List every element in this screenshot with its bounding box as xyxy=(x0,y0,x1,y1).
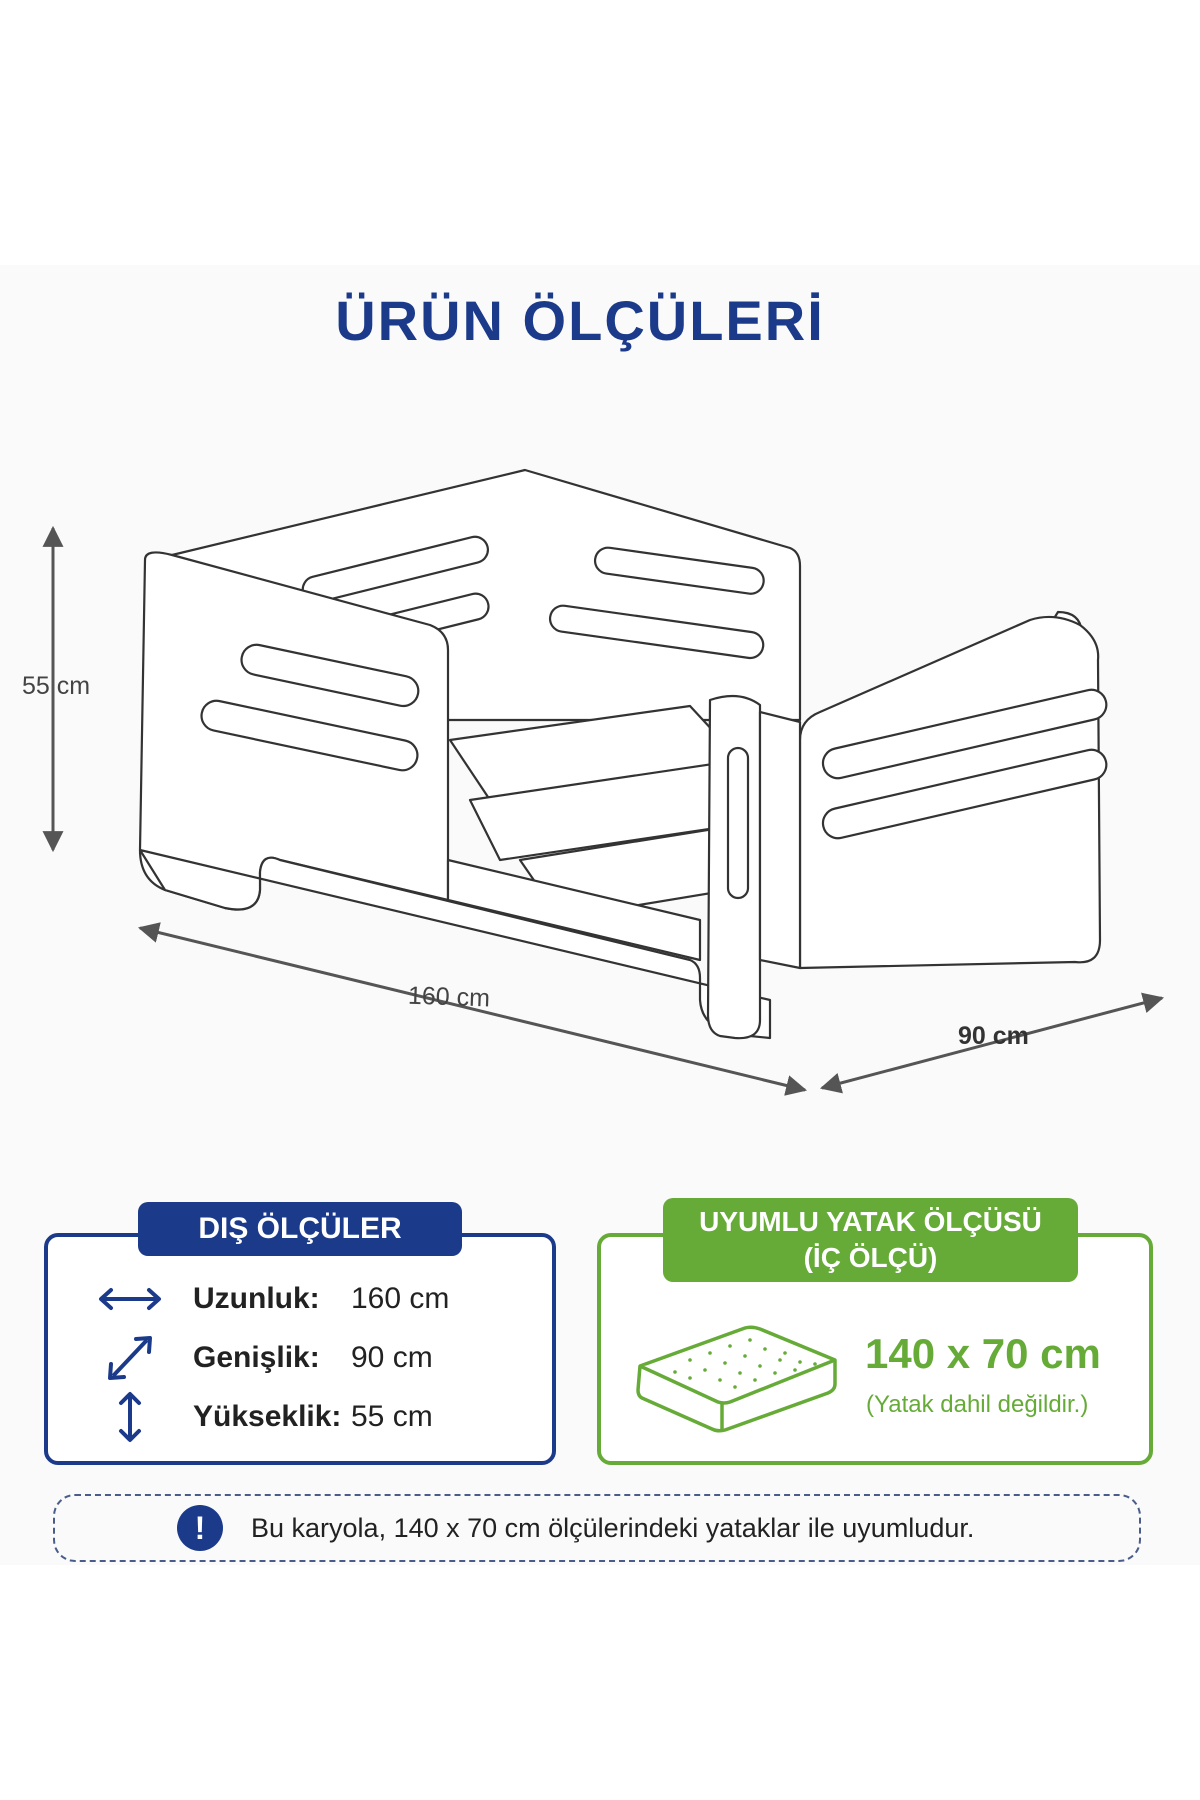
width-value: 90 cm xyxy=(351,1341,433,1374)
width-arrow xyxy=(819,992,1165,1094)
outer-dimensions-badge: DIŞ ÖLÇÜLER xyxy=(138,1202,462,1256)
width-dimension-label: 90 cm xyxy=(958,1022,1029,1050)
bed-drawing xyxy=(42,468,1165,1096)
length-row: Uzunluk: 160 cm xyxy=(95,1277,535,1321)
mattress-badge-line2: (İÇ ÖLÇÜ) xyxy=(803,1242,938,1273)
horizontal-arrow-icon xyxy=(95,1277,165,1321)
width-row: Genişlik: 90 cm xyxy=(95,1336,535,1380)
length-dimension-label: 160 cm xyxy=(407,981,491,1013)
mattress-badge-line1: UYUMLU YATAK ÖLÇÜSÜ xyxy=(699,1206,1042,1237)
height-dimension-label: 55 cm xyxy=(22,672,91,700)
compatibility-notice: ! Bu karyola, 140 x 70 cm ölçülerindeki … xyxy=(53,1494,1141,1562)
diagonal-arrow-icon xyxy=(95,1336,165,1380)
mattress-not-included-note: (Yatak dahil değildir.) xyxy=(866,1391,1089,1418)
mattress-size-badge: UYUMLU YATAK ÖLÇÜSÜ (İÇ ÖLÇÜ) xyxy=(663,1198,1078,1282)
mattress-icon xyxy=(636,1325,837,1433)
height-row: Yükseklik: 55 cm xyxy=(95,1392,535,1442)
length-key: Uzunluk: xyxy=(193,1282,320,1315)
mattress-size-value: 140 x 70 cm xyxy=(865,1330,1101,1377)
page-title: ÜRÜN ÖLÇÜLERİ xyxy=(335,289,825,352)
length-arrow xyxy=(137,922,808,1096)
notice-text: Bu karyola, 140 x 70 cm ölçülerindeki ya… xyxy=(251,1512,975,1543)
width-key: Genişlik: xyxy=(193,1341,320,1374)
length-value: 160 cm xyxy=(351,1282,450,1315)
height-value: 55 cm xyxy=(351,1400,433,1433)
vertical-arrow-icon xyxy=(95,1392,165,1442)
height-key: Yükseklik: xyxy=(193,1400,342,1433)
exclamation-icon: ! xyxy=(177,1505,223,1551)
